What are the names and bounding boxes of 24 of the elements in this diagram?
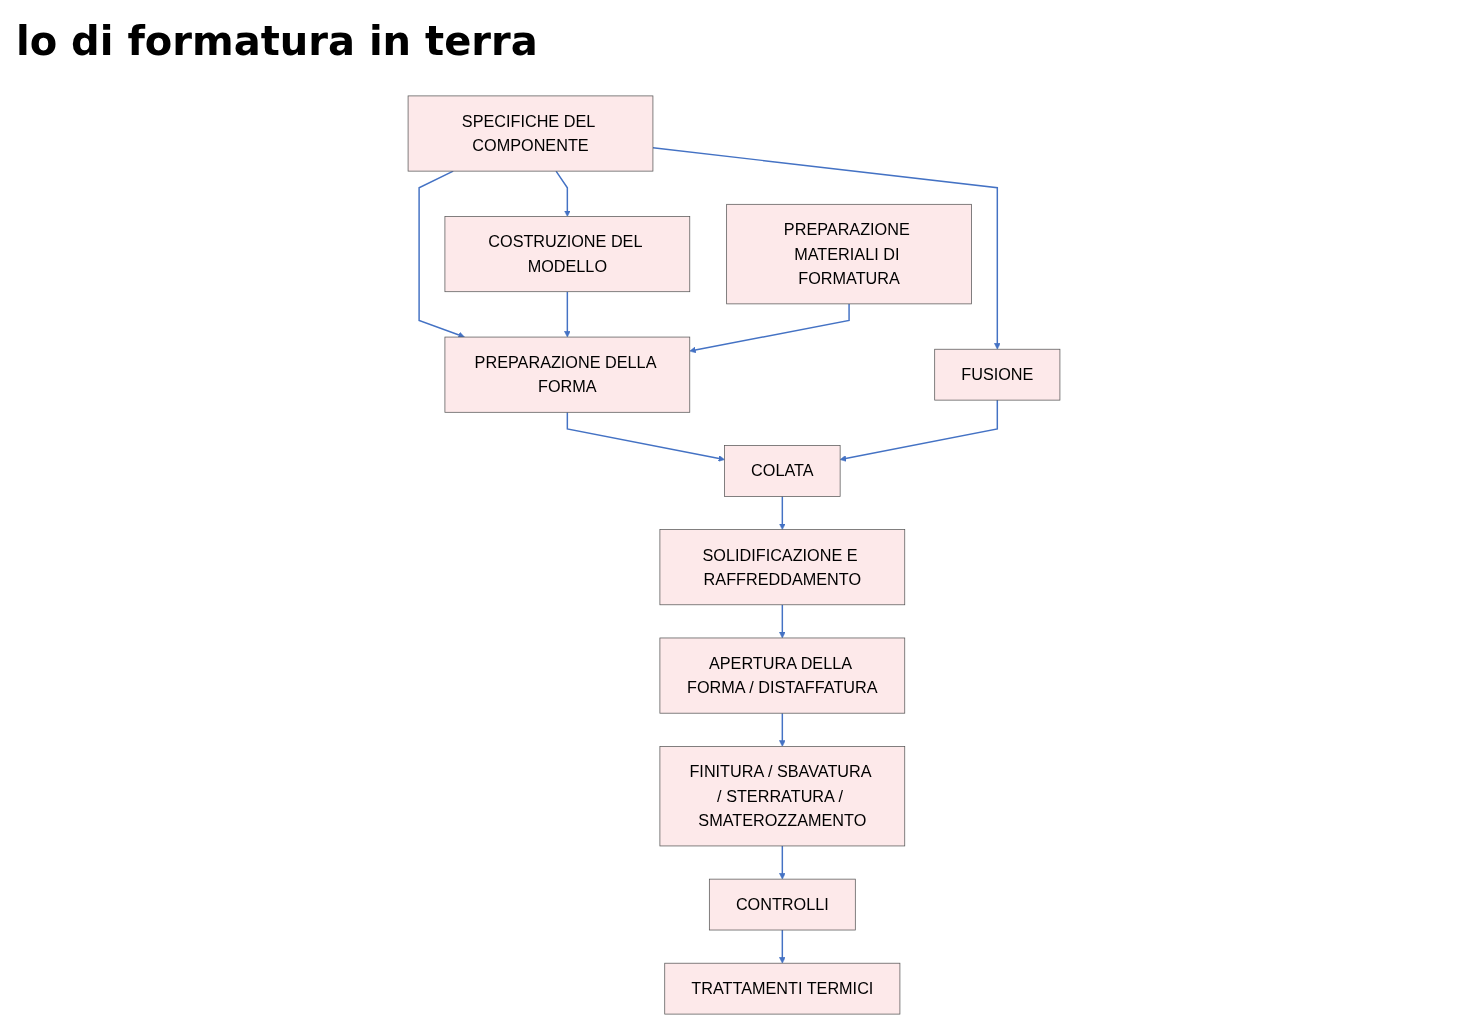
arrow [779,495,786,530]
node-box: SPECIFICHE DEL COMPONENTE [407,95,654,172]
arrow [689,303,850,354]
arrow [779,845,786,880]
node-box: CONTROLLI [708,878,856,931]
arrow [839,399,999,462]
node-box: FINITURA / SBAVATURA / STERRATURA / SMATEROZZAMENTO [659,746,906,847]
node-box: TRATTAMENTI TERMICI [664,962,901,1015]
arrow [779,712,786,747]
node-box: PREPARAZIONE MATERIALI DI FORMATURA [726,203,972,305]
node-box: COSTRUZIONE DEL MODELLO [444,216,691,293]
node-box: APERTURA DELLA FORMA / DISTAFFATURA [659,637,906,714]
arrow [418,170,465,339]
arrow [566,411,725,462]
arrow [652,147,1001,350]
node-box: SOLIDIFICAZIONE E RAFFREDDAMENTO [659,529,906,606]
arrow [564,290,571,338]
node-box: FUSIONE [934,348,1061,401]
arrow [779,604,786,639]
arrow [779,929,786,964]
arrow [555,170,571,217]
node-box: PREPARAZIONE DELLA FORMA [444,336,691,413]
node-box: COLATA [724,445,841,497]
diagram-title: lo di formatura in terra [16,18,538,64]
